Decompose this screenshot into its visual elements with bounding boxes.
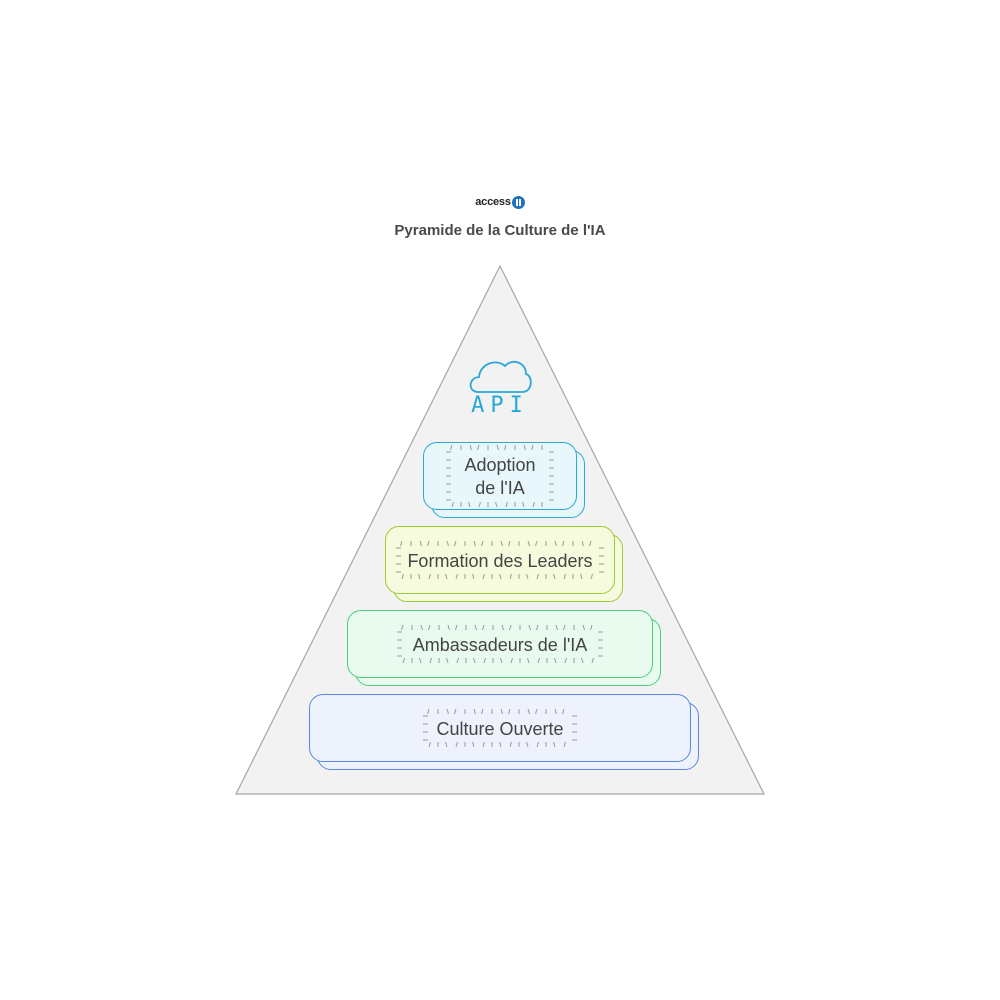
- logo-wordmark: access: [475, 196, 511, 208]
- level-label-formation: Formation des Leaders: [407, 550, 593, 571]
- level-label-culture: Culture Ouverte: [436, 718, 564, 739]
- diagram-title: Pyramide de la Culture de l'IA: [394, 222, 606, 239]
- level-card: [309, 694, 691, 762]
- cloud-icon: [469, 360, 532, 393]
- level-card: [385, 526, 615, 594]
- level-label-ambassadeurs: Ambassadeurs de l'IA: [412, 634, 588, 655]
- level-label-adoption: Adoption de l'IA: [464, 455, 536, 498]
- logo: access: [0, 194, 1000, 210]
- logo-mark-icon: [511, 195, 525, 209]
- level-card: [347, 610, 653, 678]
- api-label: API: [471, 393, 529, 418]
